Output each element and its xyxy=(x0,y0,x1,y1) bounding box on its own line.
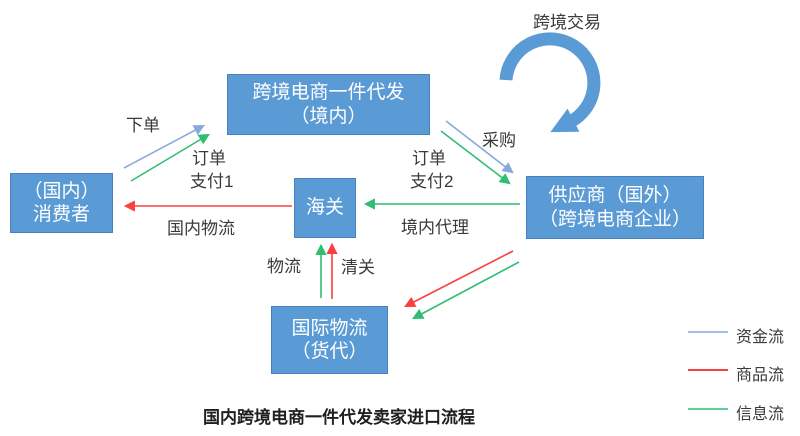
label-cross-border-trade: 跨境交易 xyxy=(533,13,601,32)
box-dropship-line2: （境内） xyxy=(290,105,367,127)
box-consumer-line1: （国内） xyxy=(23,180,100,202)
box-forwarder-line2: （货代） xyxy=(291,341,368,362)
arrow-goods-to-forwarder xyxy=(404,250,514,308)
arrow-info-to-forwarder xyxy=(412,261,520,320)
legend-label-goods: 商品流 xyxy=(736,367,785,384)
label-domestic-agent: 境内代理 xyxy=(401,218,469,237)
box-consumer-line2: 消费者 xyxy=(32,204,90,225)
box-supplier-line1: 供应商（国外） xyxy=(548,185,682,207)
label-purchase: 采购 xyxy=(482,131,516,150)
label-place-order: 下单 xyxy=(126,116,160,135)
label-order-2: 订单 xyxy=(412,149,446,168)
box-forwarder-line1: 国际物流 xyxy=(291,317,368,339)
label-domestic-logistics: 国内物流 xyxy=(167,219,235,238)
box-customs-line1: 海关 xyxy=(305,197,344,219)
curved-arrow-cross-border xyxy=(499,32,601,133)
legend-label-money: 资金流 xyxy=(736,329,785,346)
label-order-1: 订单 xyxy=(192,149,226,168)
label-logistics: 物流 xyxy=(267,257,301,276)
box-forwarder: 国际物流 （货代） xyxy=(271,306,388,374)
box-dropship: 跨境电商一件代发 （境内） xyxy=(227,74,430,135)
box-dropship-line1: 跨境电商一件代发 xyxy=(252,82,405,104)
diagram-title: 国内跨境电商一件代发卖家进口流程 xyxy=(203,408,475,427)
box-supplier-line2: （跨境电商企业） xyxy=(538,208,691,230)
label-payment-1: 支付1 xyxy=(190,172,234,191)
label-payment-2: 支付2 xyxy=(410,172,454,191)
box-supplier: 供应商（国外） （跨境电商企业） xyxy=(526,176,704,239)
label-customs-clearance: 清关 xyxy=(341,258,375,277)
legend-label-info: 信息流 xyxy=(736,406,785,423)
box-consumer: （国内） 消费者 xyxy=(10,173,113,233)
box-customs: 海关 xyxy=(294,178,356,238)
